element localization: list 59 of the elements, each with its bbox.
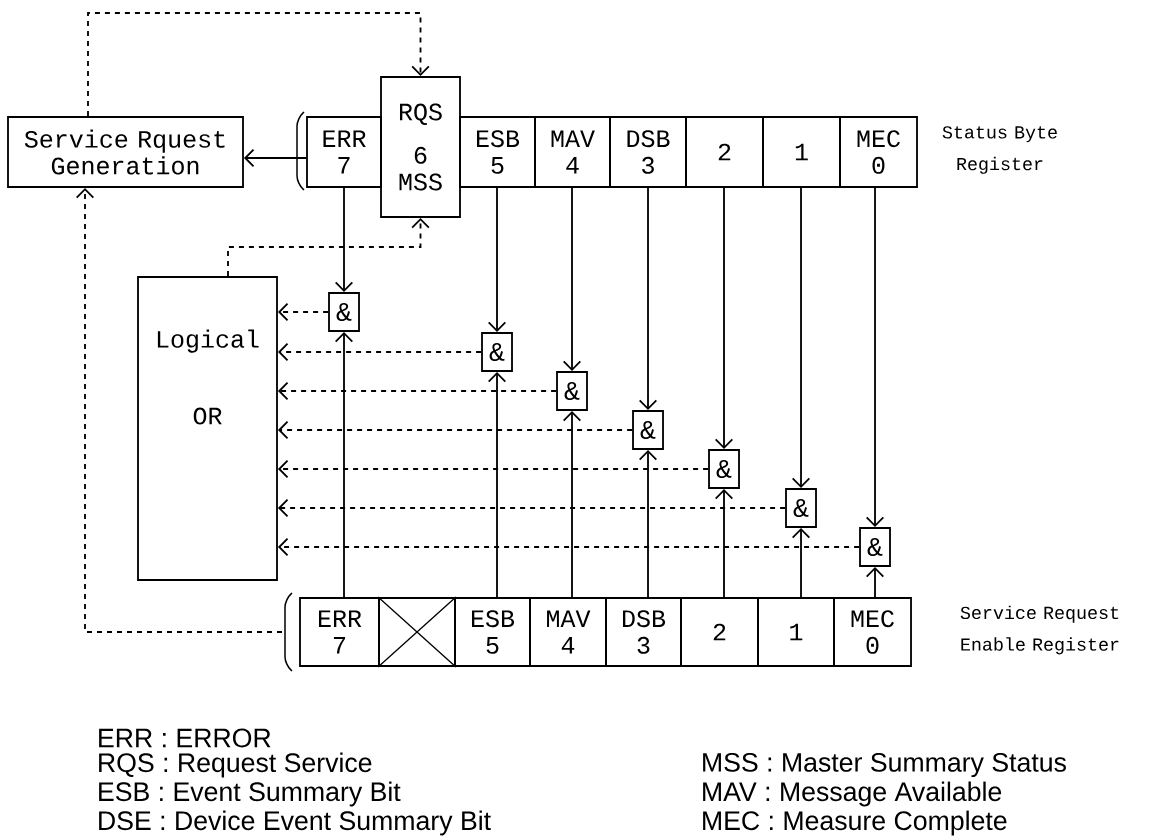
arrow (277, 302, 329, 322)
register-cell: DSB 3 (609, 116, 687, 188)
arrow (562, 187, 582, 372)
arrow (865, 566, 885, 598)
process-box: Service Rquest Generation (7, 116, 244, 188)
arrow (334, 331, 354, 598)
register-name: Status Byte Register (942, 126, 1057, 174)
legend-entry: MEC : Measure Complete (703, 810, 1007, 836)
register-name: Service Request Enable Register (960, 605, 1119, 655)
register-cell: MEC 0 (839, 116, 918, 188)
unused-cell (377, 596, 457, 668)
and-gate: & (481, 332, 513, 372)
register-cell: ERR 7 (299, 597, 380, 667)
arrow (277, 381, 557, 401)
logic-or-box: Logical OR (137, 276, 278, 581)
and-gate: & (328, 292, 360, 332)
and-gate: & (708, 449, 740, 489)
arrow (487, 187, 507, 333)
arrow (277, 537, 860, 557)
arrow (638, 449, 658, 598)
arrow (227, 217, 430, 277)
arrow (562, 410, 582, 598)
register-cell: MEC 0 (833, 597, 912, 667)
register-cell: DSB 3 (605, 597, 682, 667)
register-cell: ESB 5 (454, 597, 531, 667)
and-gate: & (785, 488, 817, 528)
legend-entry: ESB : Event Summary Bit (99, 781, 401, 807)
arrow (277, 459, 709, 479)
register-cell: 1 (757, 597, 835, 667)
legend-entry: RQS : Request Service (99, 752, 372, 778)
legend-entry: ERR : ERROR (99, 728, 271, 748)
arrow (334, 187, 354, 293)
register-cell: 2 (685, 116, 764, 188)
register-cell: 2 (680, 597, 759, 667)
arrow (714, 187, 734, 450)
legend-entry: DSE : Device Event Summary Bit (99, 810, 491, 836)
arrow (277, 420, 633, 440)
arrow (243, 148, 307, 168)
register-cell: MAV 4 (529, 597, 607, 667)
legend-entry: MAV : Message Available (703, 781, 1002, 807)
arrow (87, 12, 430, 117)
arrow (791, 187, 811, 489)
arrow (277, 498, 786, 518)
register-cell: MAV 4 (534, 116, 611, 188)
and-gate: & (859, 527, 891, 567)
register-cell: ERR 7 (306, 116, 382, 188)
arrow (638, 187, 658, 411)
arrow (714, 488, 734, 598)
arrow (487, 371, 507, 598)
register-cell: RQS 6 MSS (380, 76, 461, 218)
arrow (277, 342, 482, 362)
arrow (865, 187, 885, 528)
legend-entry: MSS : Master Summary Status (703, 752, 1066, 778)
and-gate: & (556, 371, 588, 411)
arrow (791, 527, 811, 598)
register-cell: 1 (762, 116, 841, 188)
register-cell: ESB 5 (459, 116, 536, 188)
and-gate: & (632, 410, 664, 450)
arrow (75, 187, 283, 633)
